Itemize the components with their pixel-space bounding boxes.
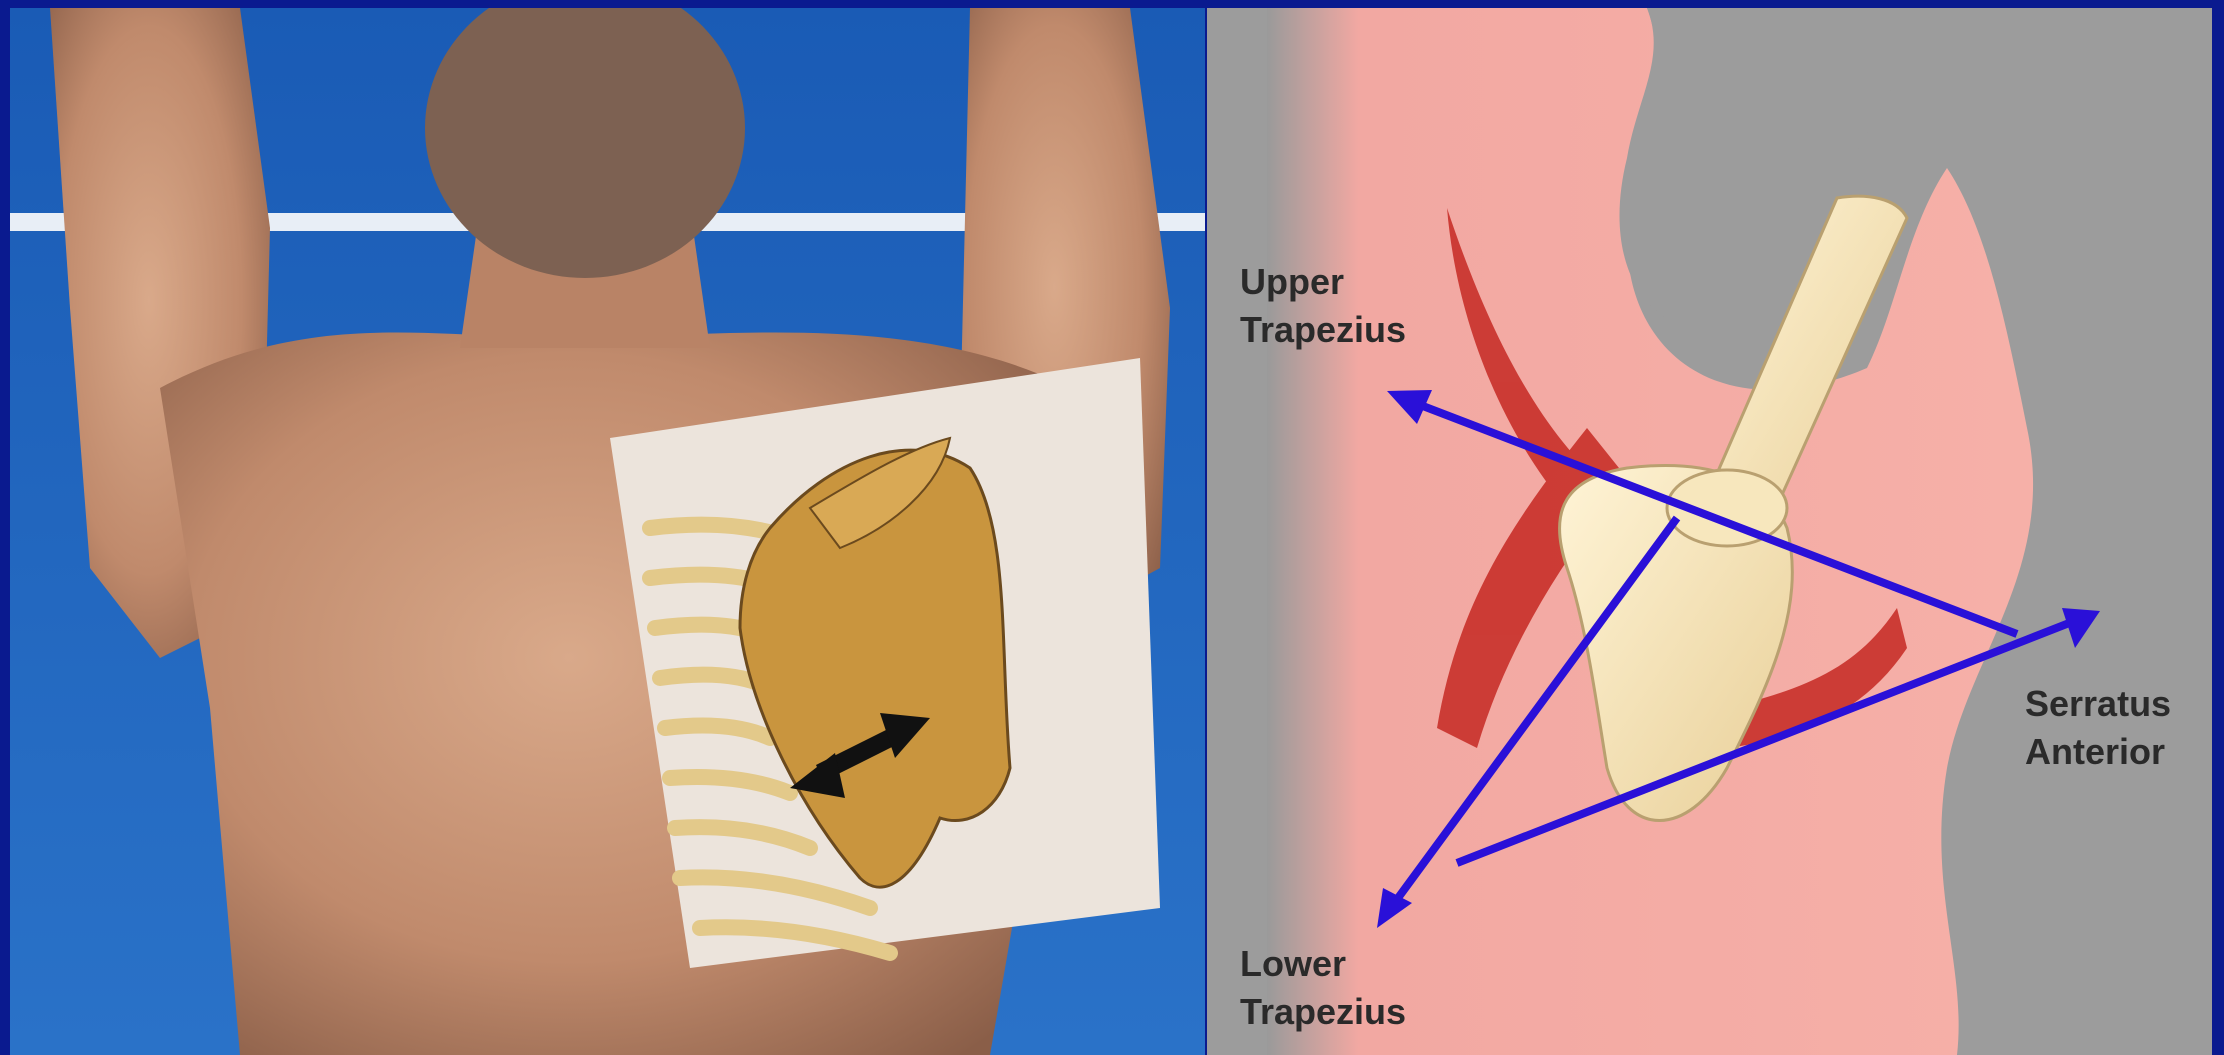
- shoulder-diagram-svg: [1207, 8, 2212, 1055]
- label-lower-trapezius: Lower Trapezius: [1240, 940, 1406, 1036]
- label-serratus-anterior: Serratus Anterior: [2025, 680, 2171, 776]
- back-photo: [10, 8, 1205, 1055]
- back-photo-svg: [10, 8, 1205, 1055]
- shoulder-diagram: [1207, 8, 2212, 1055]
- label-upper-trapezius: Upper Trapezius: [1240, 258, 1406, 354]
